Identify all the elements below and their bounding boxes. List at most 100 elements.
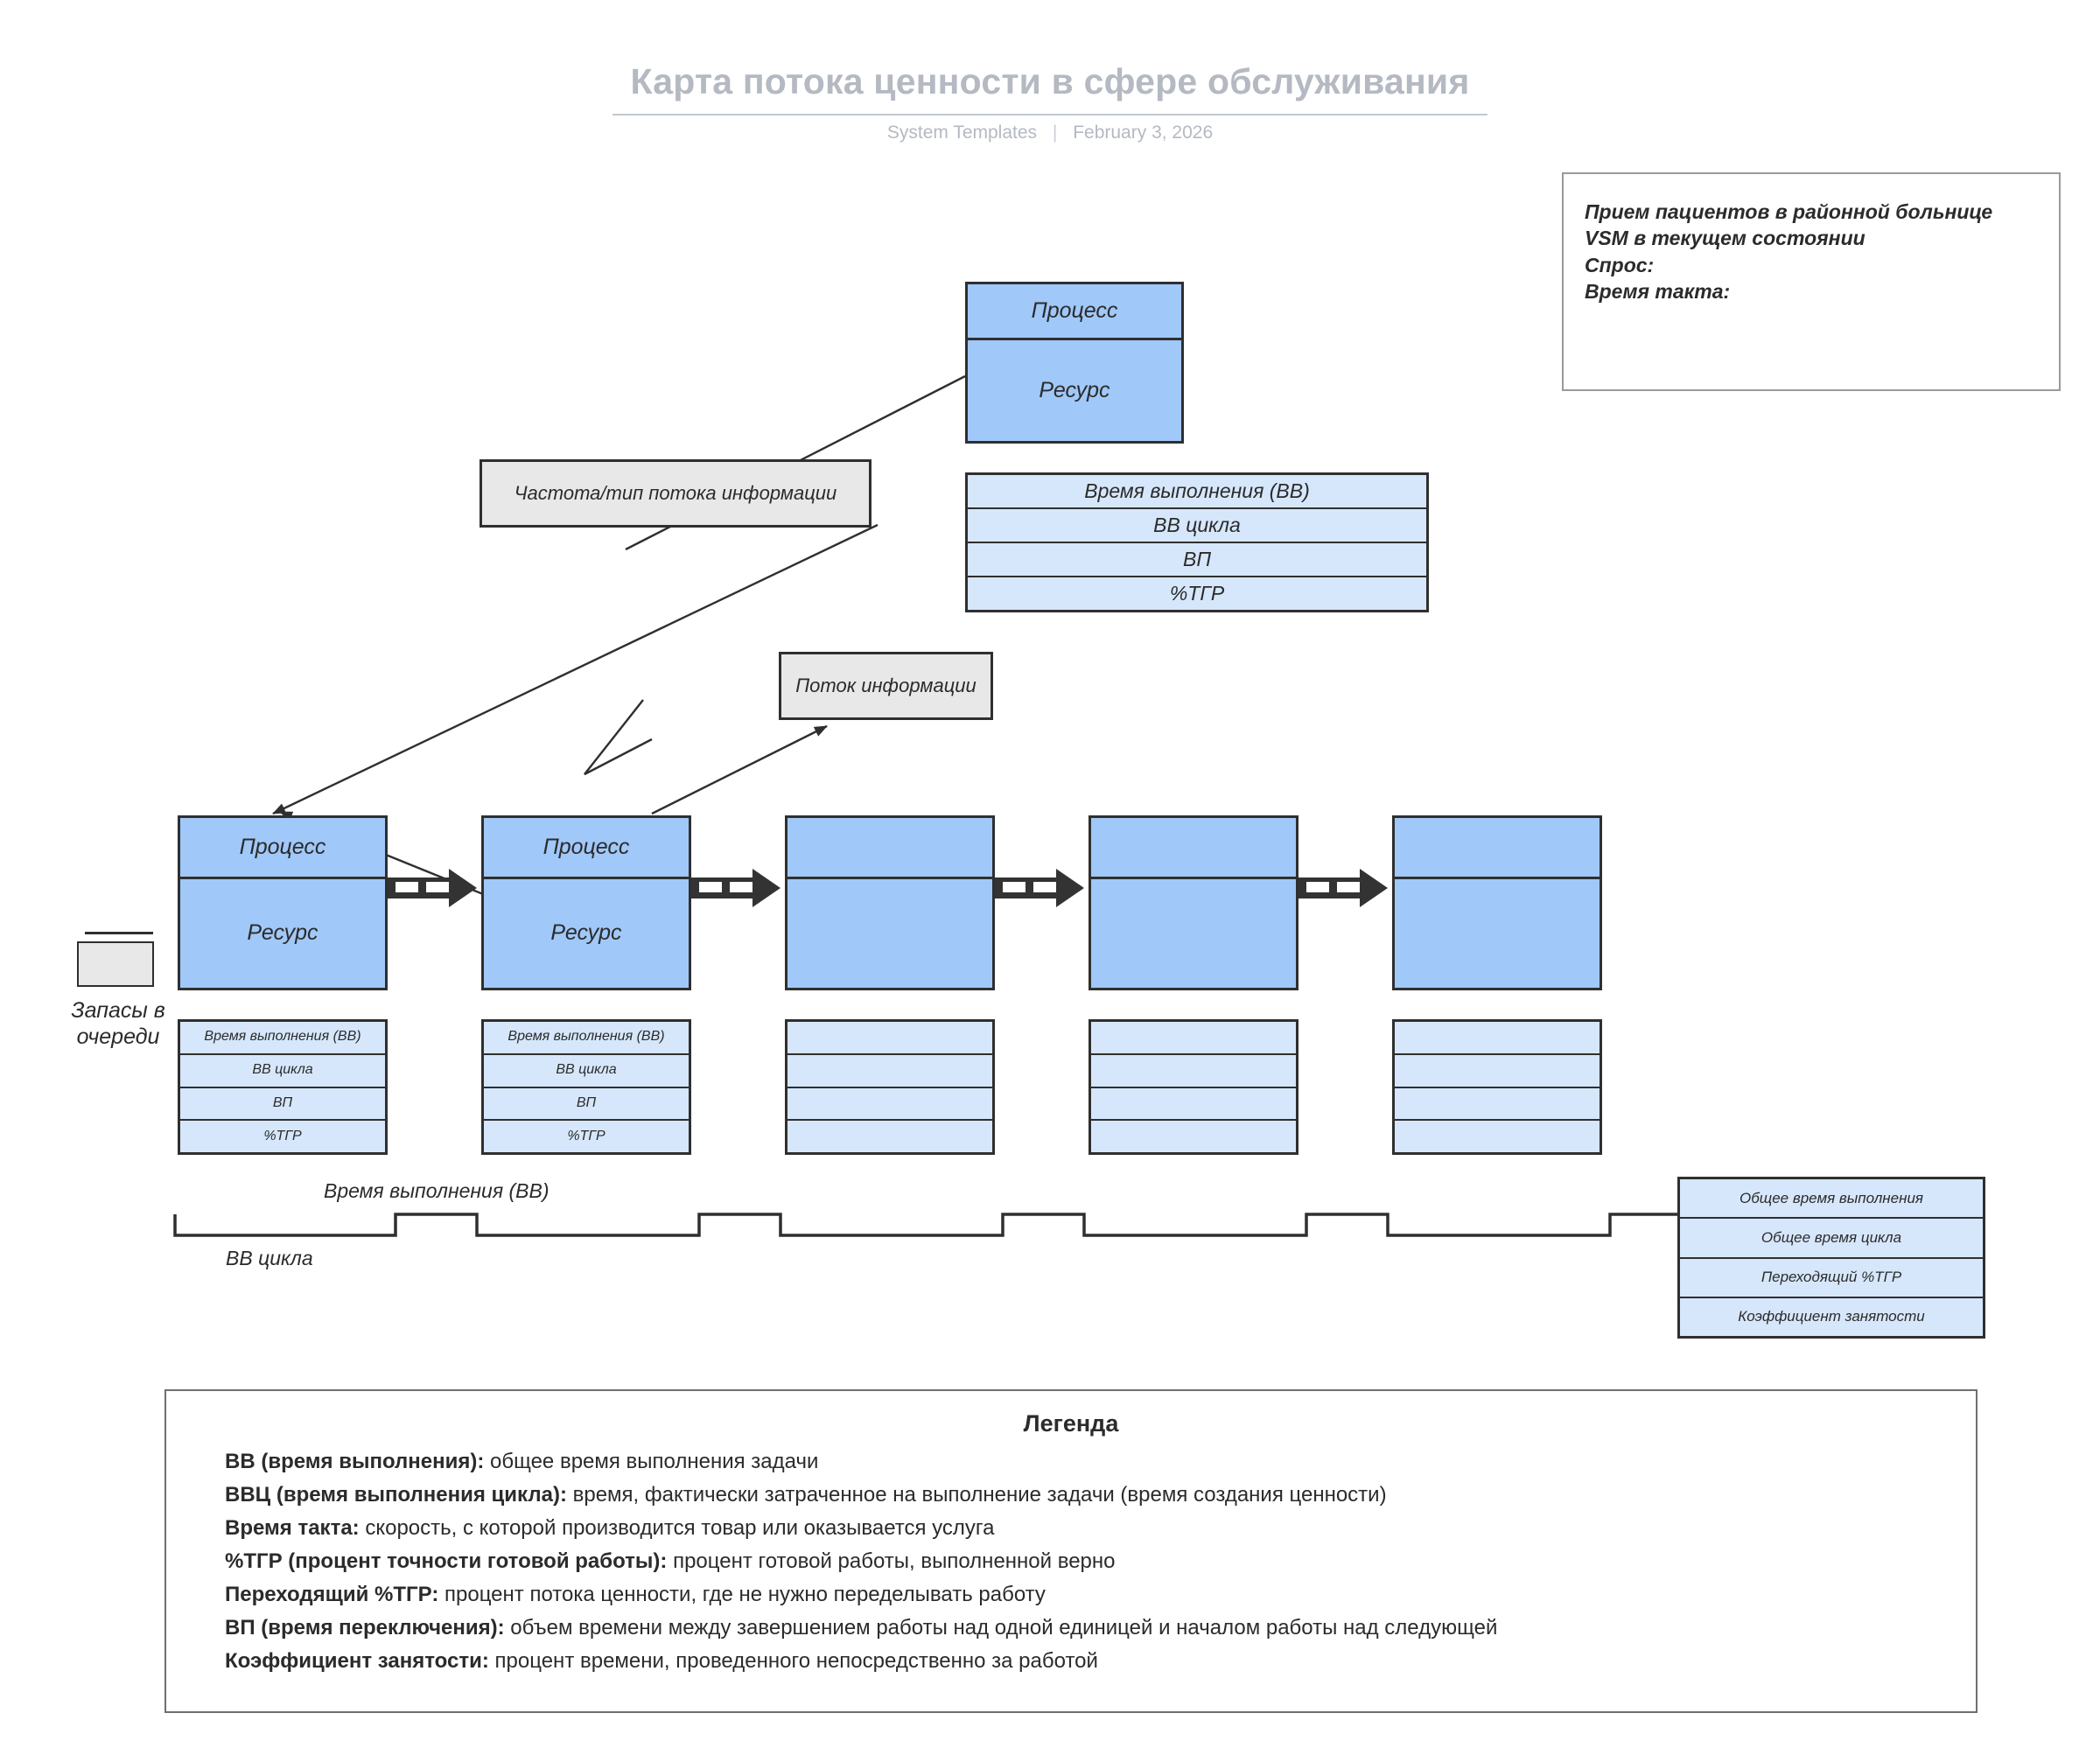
data-box-1-row-0: Время выполнения (ВВ)	[180, 1022, 385, 1055]
legend-term-3: %ТГР (процент точности готовой работы):	[225, 1549, 668, 1573]
legend-desc-1: время, фактически затраченное на выполне…	[566, 1483, 1387, 1507]
process-box-2-process-label: Процесс	[542, 834, 630, 859]
timeline-ladder	[173, 1213, 1677, 1237]
data-box-2-row-0: Время выполнения (ВВ)	[484, 1022, 689, 1055]
process-box-5	[1392, 815, 1602, 990]
supplier-data-row-2: ВП	[968, 543, 1426, 577]
supplier-resource-label: Ресурс	[1039, 378, 1110, 403]
note-line-2: Спрос:	[1585, 253, 1655, 276]
data-box-4-row-2	[1091, 1088, 1296, 1122]
data-box-5-row-1	[1395, 1055, 1600, 1088]
supplier-process-bottom: Ресурс	[968, 340, 1181, 441]
process2-to-flow-line	[651, 724, 828, 815]
legend-desc-4: процент потока ценности, где не нужно пе…	[438, 1583, 1046, 1606]
legend-item-6: Коэффициент занятости: процент времени, …	[225, 1651, 1941, 1672]
data-box-4-row-0	[1091, 1022, 1296, 1055]
data-box-3-row-0	[788, 1022, 992, 1055]
legend-term-5: ВП (время переключения):	[225, 1616, 505, 1640]
process-box-3-bottom	[788, 879, 992, 988]
legend-item-2: Время такта: скорость, с которой произво…	[225, 1518, 1941, 1539]
summary-row-1: Общее время цикла	[1680, 1219, 1983, 1259]
push-arrow-1	[388, 869, 477, 907]
note-line-3: Время такта:	[1585, 280, 1731, 304]
data-box-3-row-2	[788, 1088, 992, 1122]
data-box-2-row-3: %ТГР	[567, 1128, 606, 1143]
process-box-4-top	[1091, 818, 1296, 879]
info-flow-box: Поток информации	[779, 652, 993, 720]
legend-term-6: Коэффициент занятости:	[225, 1649, 489, 1673]
process-box-5-bottom	[1395, 879, 1600, 988]
process-box-1-process-label: Процесс	[239, 834, 326, 859]
legend-item-5: ВП (время переключения): объем времени м…	[225, 1618, 1941, 1639]
legend-title: Легенда	[1023, 1410, 1119, 1437]
subtitle-org: System Templates	[886, 122, 1038, 143]
legend-term-1: ВВЦ (время выполнения цикла):	[225, 1483, 567, 1507]
supplier-process-top: Процесс	[968, 284, 1181, 341]
data-box-2: Время выполнения (ВВ) ВВ цикла ВП %ТГР	[481, 1019, 691, 1155]
summary-metrics-box: Общее время выполнения Общее время цикла…	[1677, 1177, 1985, 1339]
data-box-4-row-1	[1091, 1055, 1296, 1088]
supplier-data-row-0: Время выполнения (ВВ)	[968, 475, 1426, 509]
process-box-1-bottom: Ресурс	[180, 879, 385, 988]
legend-desc-2: скорость, с которой производится товар и…	[359, 1516, 995, 1540]
inventory-label: Запасы в очереди	[71, 998, 165, 1049]
summary-row-3: Коэффициент занятости	[1738, 1308, 1925, 1325]
push-arrow-4	[1298, 869, 1388, 907]
legend-desc-6: процент времени, проведенного непосредст…	[488, 1649, 1098, 1673]
process-box-5-top	[1395, 818, 1600, 879]
legend-box: Легенда ВВ (время выполнения): общее вре…	[164, 1389, 1978, 1713]
legend-item-0: ВВ (время выполнения): общее время выпол…	[225, 1451, 1941, 1472]
push-arrow-2	[691, 869, 780, 907]
subtitle-date: February 3, 2026	[1073, 122, 1214, 143]
title-divider	[612, 114, 1488, 115]
info-frequency-box: Частота/тип потока информации	[480, 459, 872, 528]
summary-row-2: Переходящий %ТГР	[1680, 1259, 1983, 1298]
legend-item-1: ВВЦ (время выполнения цикла): время, фак…	[225, 1485, 1941, 1506]
push-arrow-3	[995, 869, 1084, 907]
data-box-1-row-2: ВП	[180, 1088, 385, 1122]
data-box-2-row-1: ВВ цикла	[484, 1055, 689, 1088]
legend-term-0: ВВ (время выполнения):	[225, 1450, 485, 1473]
process-box-3	[785, 815, 995, 990]
data-box-3-row-3	[788, 1121, 992, 1152]
process-box-1-top: Процесс	[180, 818, 385, 879]
supplier-data-row-1: ВВ цикла	[968, 509, 1426, 543]
legend-item-4: Переходящий %ТГР: процент потока ценност…	[225, 1584, 1941, 1605]
process-box-2: Процесс Ресурс	[481, 815, 691, 990]
data-box-3-row-1	[788, 1055, 992, 1088]
supplier-data-box: Время выполнения (ВВ) ВВ цикла ВП %ТГР	[965, 472, 1429, 612]
timeline-lead-time-label: Время выполнения (ВВ)	[324, 1179, 550, 1202]
process-box-4	[1088, 815, 1298, 990]
summary-row-0: Общее время выполнения	[1680, 1179, 1983, 1220]
data-box-5-row-0	[1395, 1022, 1600, 1055]
supplier-process-label: Процесс	[1031, 298, 1118, 324]
process-box-2-top: Процесс	[484, 818, 689, 879]
map-info-box: Прием пациентов в районной больнице VSM …	[1562, 172, 2061, 391]
data-box-1-row-3: %ТГР	[263, 1128, 302, 1143]
process-box-1-resource-label: Ресурс	[247, 920, 318, 946]
inventory-top-bar-icon	[85, 932, 153, 934]
legend-desc-5: объем времени между завершением работы н…	[504, 1616, 1498, 1640]
data-box-1-row-1: ВВ цикла	[180, 1055, 385, 1088]
supplier-process-box: Процесс Ресурс	[965, 282, 1184, 444]
timeline-cycle-time-label: ВВ цикла	[226, 1247, 313, 1269]
legend-item-3: %ТГР (процент точности готовой работы): …	[225, 1551, 1941, 1572]
process-box-2-bottom: Ресурс	[484, 879, 689, 988]
page-title: Карта потока ценности в сфере обслуживан…	[630, 61, 1470, 101]
process-box-1: Процесс Ресурс	[178, 815, 388, 990]
process-box-2-resource-label: Ресурс	[550, 920, 622, 946]
data-box-4	[1088, 1019, 1298, 1155]
note-line-1: VSM в текущем состоянии	[1585, 227, 1866, 250]
data-box-2-row-2: ВП	[484, 1088, 689, 1122]
data-box-4-row-3	[1091, 1121, 1296, 1152]
data-box-5-row-3	[1395, 1121, 1600, 1152]
legend-desc-3: процент готовой работы, выполненной верн…	[667, 1549, 1116, 1573]
note-line-0: Прием пациентов в районной больнице	[1585, 200, 1993, 223]
data-box-5	[1392, 1019, 1602, 1155]
data-box-3	[785, 1019, 995, 1155]
process-box-4-bottom	[1091, 879, 1296, 988]
electronic-info-zigzag	[584, 699, 653, 776]
data-box-5-row-2	[1395, 1088, 1600, 1122]
legend-term-2: Время такта:	[225, 1516, 360, 1540]
